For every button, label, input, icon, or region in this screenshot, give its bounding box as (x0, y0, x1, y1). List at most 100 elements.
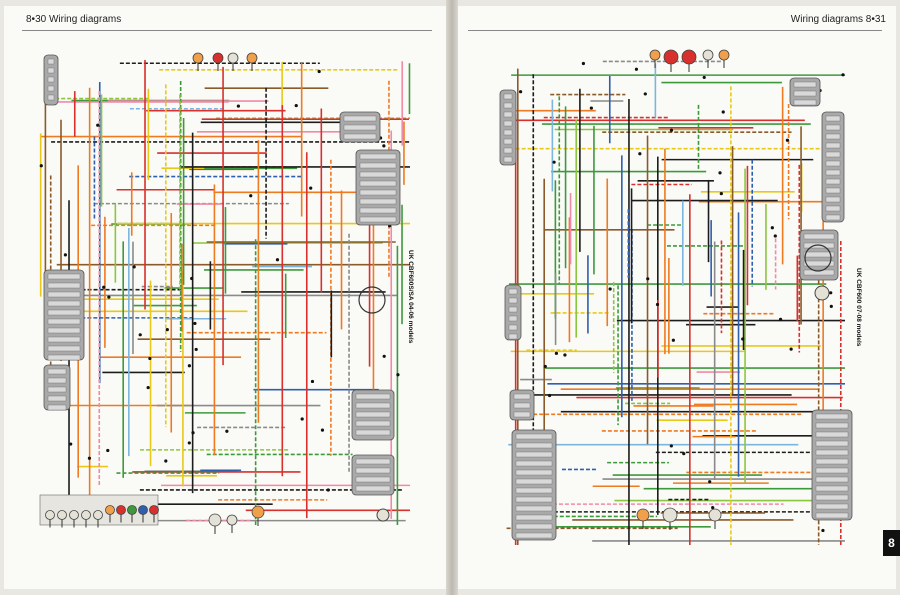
junction-dot (589, 106, 593, 110)
junction-dot (310, 379, 315, 384)
junction-dot (326, 488, 330, 492)
ecm-connector-block (511, 429, 557, 541)
junction-dot (554, 351, 559, 355)
connector-pin (513, 393, 531, 400)
junction-dot (770, 226, 774, 230)
junction-dot (317, 69, 321, 74)
connector-pin (515, 532, 553, 539)
junction-dot (581, 61, 586, 66)
connector-pin (47, 336, 81, 343)
junction-dot (96, 123, 100, 127)
connector-pin (359, 162, 397, 169)
junction-dot (164, 459, 168, 463)
junction-dot (187, 364, 191, 368)
tail-light-bulb (212, 52, 224, 64)
junction-dot (148, 356, 152, 361)
connector-pin (825, 142, 841, 149)
connector-pin (355, 429, 391, 436)
chapter-tab: 8 (883, 530, 900, 556)
junction-dot (563, 353, 567, 357)
junction-dot (785, 138, 790, 142)
connector-pin (503, 129, 513, 136)
connector-pin (515, 505, 553, 512)
connector-pin (513, 402, 531, 409)
junction-dot (669, 444, 673, 448)
indicator-lamp-bulb (149, 505, 159, 515)
turn-signal-bulb (192, 52, 204, 64)
connector-pin (825, 187, 841, 194)
connector-pin (515, 469, 553, 476)
front-turn-signal-bulb (251, 505, 265, 519)
indicator-lamp-bulb (127, 505, 137, 515)
connector-pin (47, 377, 67, 384)
connector-pin (515, 523, 553, 530)
connector-pin (803, 260, 835, 267)
connector-pin (47, 368, 67, 375)
connector-pin (359, 180, 397, 187)
junction-dot (773, 234, 777, 238)
connector-pin (515, 451, 553, 458)
connector-pin (815, 494, 849, 501)
left-model-label: UK CBF600S/SA 04-06 models (407, 250, 414, 344)
connector-pin (47, 291, 81, 298)
warning-lamp-bulb (81, 510, 91, 520)
connector-pin (503, 102, 513, 109)
junction-dot (63, 253, 67, 257)
junction-dot (193, 321, 197, 326)
fuse-box-block (821, 111, 845, 223)
junction-dot (396, 373, 400, 377)
connector-pin (815, 440, 849, 447)
junction-dot (841, 73, 845, 77)
book-gutter (446, 0, 458, 595)
right-model-label: UK CBF600 07-08 models (855, 268, 862, 347)
alternator-symbol (804, 244, 832, 272)
connector-pin (825, 133, 841, 140)
junction-dot (187, 441, 191, 445)
connector-pin (47, 273, 81, 280)
connector-pin (515, 496, 553, 503)
connector-pin (815, 476, 849, 483)
connector-pin (47, 327, 81, 334)
connector-pin (355, 411, 391, 418)
connector-pin (803, 251, 835, 258)
turn-signal-bulb (246, 52, 258, 64)
connector-pin (815, 413, 849, 420)
junction-dot (132, 265, 136, 269)
junction-dot (106, 448, 110, 453)
junction-dot (708, 480, 712, 484)
connector-pin (503, 93, 513, 100)
connector-pin (825, 205, 841, 212)
connector-pin (503, 111, 513, 118)
left-page-header: 8•30 Wiring diagrams (26, 14, 122, 25)
junction-dot (778, 317, 783, 321)
warning-lamp-bulb (57, 510, 67, 520)
connector-pin (47, 395, 67, 402)
indicator-lamp-bulb (138, 505, 148, 515)
connector-pin (47, 94, 55, 101)
junction-dot (829, 291, 833, 295)
junction-dot (552, 160, 556, 164)
connector-pin (815, 431, 849, 438)
junction-dot (382, 354, 386, 358)
junction-dot (39, 164, 43, 168)
connector-pin (515, 487, 553, 494)
connector-pin (355, 485, 391, 492)
connector-pin (508, 306, 518, 313)
position-light-bulb (226, 514, 238, 526)
alternator-symbol (358, 286, 386, 314)
horn-symbol (376, 508, 390, 522)
connector-pin (515, 478, 553, 485)
connector-pin (47, 309, 81, 316)
junction-dot (309, 186, 313, 190)
tail-light-bulb (663, 49, 679, 65)
junction-dot (682, 452, 686, 456)
junction-dot (102, 285, 106, 289)
indicator-lamp-bulb (105, 505, 115, 515)
junction-dot (194, 347, 198, 352)
junction-dot (741, 337, 745, 341)
left-header-rule (22, 30, 432, 31)
front-turn-signal-bulb (636, 508, 650, 522)
junction-dot (236, 104, 240, 108)
junction-dot (669, 128, 674, 132)
